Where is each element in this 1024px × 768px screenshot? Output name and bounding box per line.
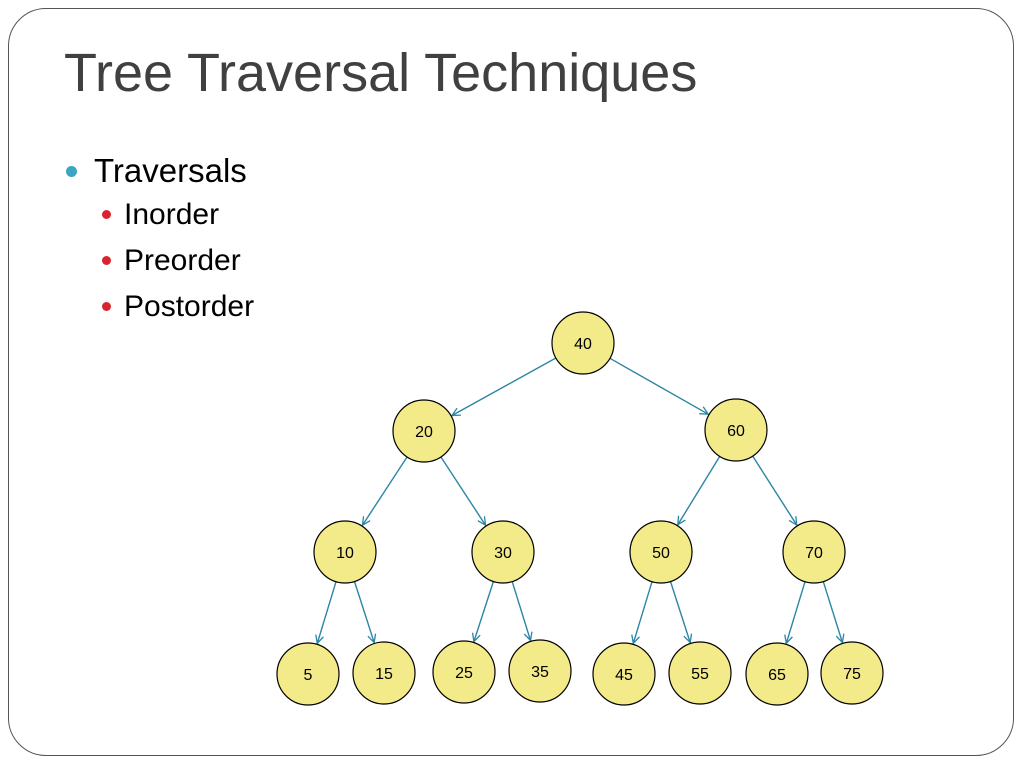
tree-node: 70 bbox=[782, 520, 846, 584]
bullet-list: Traversals Inorder Preorder Postorder bbox=[64, 150, 254, 330]
tree-node-label: 55 bbox=[691, 666, 709, 683]
slide-title: Tree Traversal Techniques bbox=[64, 43, 698, 103]
tree-edge bbox=[474, 581, 495, 641]
tree-edge bbox=[633, 581, 653, 644]
tree-edge bbox=[822, 581, 842, 643]
tree-node: 65 bbox=[745, 642, 809, 706]
tree-node-circle bbox=[551, 311, 615, 375]
tree-node: 30 bbox=[471, 520, 535, 584]
tree-node-circle bbox=[432, 640, 496, 704]
sub-bullet-dot-icon bbox=[102, 210, 111, 219]
tree-node-label: 65 bbox=[768, 667, 786, 684]
sub-bullet-dot-icon bbox=[102, 302, 111, 311]
bullet-text: Traversals bbox=[94, 152, 247, 189]
tree-node: 25 bbox=[432, 640, 496, 704]
tree-node: 55 bbox=[668, 641, 732, 705]
tree-node: 5 bbox=[276, 642, 340, 706]
tree-edge bbox=[511, 581, 530, 641]
sub-bullet-dot-icon bbox=[102, 256, 111, 265]
tree-node-label: 75 bbox=[843, 666, 861, 683]
sub-bullet-inorder: Inorder bbox=[94, 192, 254, 238]
sub-bullet-list: Inorder Preorder Postorder bbox=[94, 192, 254, 330]
tree-node-label: 20 bbox=[415, 424, 433, 441]
tree-node-circle bbox=[668, 641, 732, 705]
tree-node: 60 bbox=[704, 398, 768, 462]
sub-bullet-text: Postorder bbox=[124, 290, 255, 323]
sub-bullet-text: Preorder bbox=[124, 244, 241, 277]
tree-edge bbox=[752, 455, 797, 525]
tree-node-circle bbox=[629, 520, 693, 584]
tree-node-circle bbox=[276, 642, 340, 706]
tree-node-label: 35 bbox=[531, 664, 549, 681]
tree-edge bbox=[678, 456, 721, 524]
tree-node-circle bbox=[352, 641, 416, 705]
tree-node-circle bbox=[508, 639, 572, 703]
tree-node-circle bbox=[704, 398, 768, 462]
sub-bullet-preorder: Preorder bbox=[94, 238, 254, 284]
tree-node: 35 bbox=[508, 639, 572, 703]
tree-node-circle bbox=[471, 520, 535, 584]
slide-frame bbox=[8, 8, 1014, 756]
tree-edge bbox=[609, 357, 708, 414]
tree-node: 45 bbox=[592, 642, 656, 706]
tree-node: 40 bbox=[551, 311, 615, 375]
tree-node-circle bbox=[782, 520, 846, 584]
bullet-dot-icon bbox=[66, 166, 77, 177]
tree-node-label: 70 bbox=[805, 545, 823, 562]
tree-nodes: 40 20 60 10 30 50 70 5 15 25 35 45 55 65 75 bbox=[276, 311, 884, 706]
sub-bullet-text: Inorder bbox=[124, 198, 220, 231]
tree-edge bbox=[362, 456, 408, 525]
tree-node-circle bbox=[592, 642, 656, 706]
tree-node: 20 bbox=[392, 399, 456, 463]
tree-edge bbox=[452, 357, 557, 415]
tree-node: 75 bbox=[820, 641, 884, 705]
tree-node-circle bbox=[820, 641, 884, 705]
bullet-traversals: Traversals Inorder Preorder Postorder bbox=[64, 150, 254, 330]
tree-edge bbox=[440, 456, 486, 525]
tree-edge bbox=[669, 581, 691, 643]
tree-node-label: 50 bbox=[652, 545, 670, 562]
sub-bullet-postorder: Postorder bbox=[94, 284, 254, 330]
tree-edge bbox=[786, 581, 806, 644]
tree-node-label: 15 bbox=[375, 666, 393, 683]
tree-node: 50 bbox=[629, 520, 693, 584]
tree-edge bbox=[353, 581, 375, 643]
tree-node-label: 60 bbox=[727, 423, 745, 440]
tree-node-circle bbox=[392, 399, 456, 463]
tree-edges bbox=[317, 357, 842, 644]
tree-node-circle bbox=[745, 642, 809, 706]
tree-node-label: 10 bbox=[336, 545, 354, 562]
tree-node-circle bbox=[313, 520, 377, 584]
tree-node: 15 bbox=[352, 641, 416, 705]
tree-node-label: 30 bbox=[494, 545, 512, 562]
tree-node-label: 40 bbox=[574, 336, 592, 353]
tree-edge bbox=[317, 581, 337, 644]
tree-node-label: 5 bbox=[304, 667, 313, 684]
tree-node-label: 25 bbox=[455, 665, 473, 682]
tree-node-label: 45 bbox=[615, 667, 633, 684]
tree-node: 10 bbox=[313, 520, 377, 584]
